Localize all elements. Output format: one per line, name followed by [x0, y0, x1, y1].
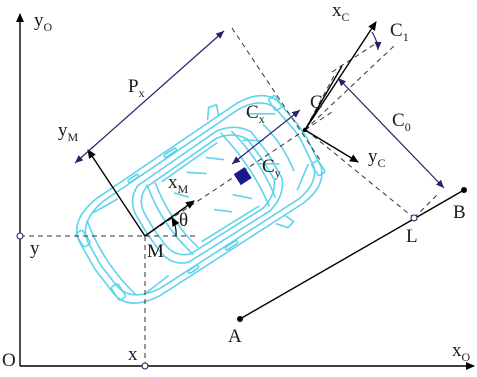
yc-axis: [304, 129, 359, 163]
c-label: C: [310, 92, 323, 113]
b-label: B: [453, 202, 466, 223]
xc-extension: [304, 111, 333, 131]
m-label: M: [147, 241, 164, 262]
xm-label: xM: [168, 172, 189, 196]
y-projection-label: y: [30, 238, 40, 259]
cx-label: Cx: [246, 102, 265, 126]
theta-label: θ: [179, 210, 188, 231]
cy-label: Cy: [262, 156, 281, 180]
xm-axis: [144, 200, 195, 237]
px-dimension: [74, 30, 225, 164]
x-axis-label: xO: [452, 340, 471, 364]
l-label: L: [406, 226, 418, 247]
c1-label: C1: [390, 20, 409, 44]
x-projection-marker: [141, 362, 149, 370]
y-projection-marker: [16, 232, 24, 240]
cx-dimension: [231, 109, 301, 165]
sensor-marker: [233, 167, 252, 186]
c0-label: C0: [392, 110, 411, 134]
c1-ray: [304, 45, 395, 131]
points: [237, 127, 467, 322]
xc-axis: [304, 21, 377, 131]
c0-dimension: [337, 77, 445, 189]
world-axes: [16, 13, 475, 370]
ym-label: yM: [58, 120, 79, 144]
path-segment-ab: [239, 189, 465, 320]
dimension-arrows: [74, 30, 445, 189]
origin-label: O: [2, 350, 16, 371]
l-point-marker: [410, 214, 418, 222]
projection-markers: [16, 214, 418, 370]
point-c: [302, 127, 308, 133]
x-projection-label: x: [128, 344, 138, 365]
xc-label: xC: [332, 0, 350, 24]
projection-lines: [20, 27, 439, 366]
y-axis-label: yO: [34, 10, 53, 34]
yc-label: yC: [368, 146, 386, 170]
a-label: A: [228, 326, 242, 347]
theta-arc: [171, 217, 180, 237]
ym-axis: [87, 149, 146, 237]
point-b: [461, 187, 467, 193]
c1-guide-line: [331, 41, 379, 73]
px-label: Px: [128, 76, 145, 100]
c0-guide-line-bottom: [413, 193, 439, 219]
c-front-line: [304, 65, 343, 131]
c1-angle-arc: [371, 31, 382, 51]
point-a: [237, 316, 243, 322]
